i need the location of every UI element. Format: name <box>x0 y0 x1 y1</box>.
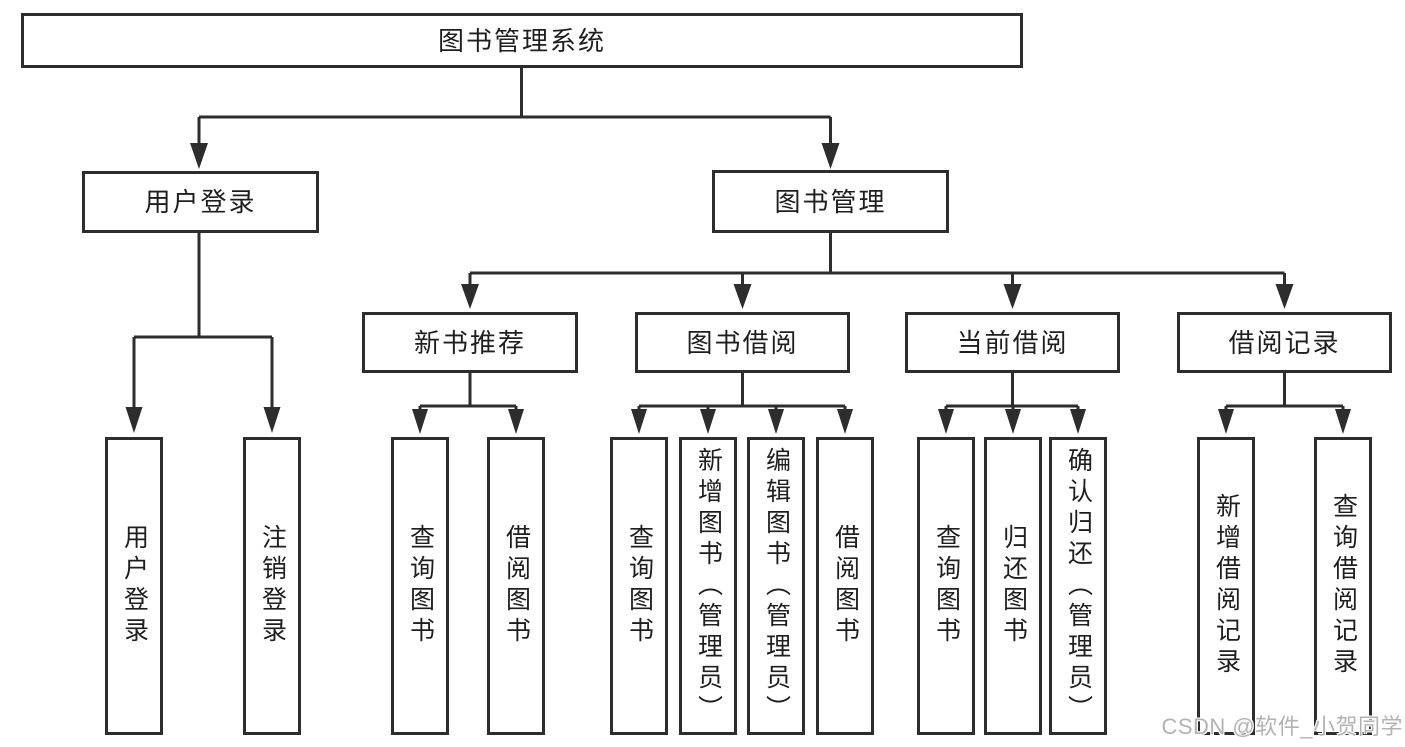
leaf-edit-books-admin-label: 编辑图书（管理员） <box>762 446 791 726</box>
leaf-logout: 注销登录 <box>243 437 301 735</box>
leaf-borrow-books: 借阅图书 <box>816 437 874 735</box>
node-user-login: 用户登录 <box>82 171 319 233</box>
node-book-management-label: 图书管理 <box>774 186 887 217</box>
node-borrowing-records-label: 借阅记录 <box>1228 327 1341 358</box>
leaf-confirm-return-admin: 确认归还（管理员） <box>1049 437 1107 735</box>
node-user-login-label: 用户登录 <box>144 187 257 217</box>
node-root: 图书管理系统 <box>21 13 1023 68</box>
leaf-query-borrow-record-label: 查询借阅记录 <box>1329 493 1358 679</box>
leaf-query-books-recommend-label: 查询图书 <box>406 524 435 648</box>
node-book-borrowing-label: 图书借阅 <box>686 327 799 358</box>
node-borrowing-records: 借阅记录 <box>1177 312 1392 373</box>
leaf-edit-books-admin: 编辑图书（管理员） <box>747 437 805 735</box>
node-current-borrowing-label: 当前借阅 <box>956 327 1069 358</box>
leaf-add-borrow-record: 新增借阅记录 <box>1197 437 1255 735</box>
leaf-user-login: 用户登录 <box>105 437 163 735</box>
leaf-return-books: 归还图书 <box>984 437 1042 735</box>
leaf-borrow-books-recommend: 借阅图书 <box>487 437 545 735</box>
node-book-borrowing: 图书借阅 <box>635 312 850 373</box>
leaf-return-books-label: 归还图书 <box>999 524 1028 648</box>
node-current-borrowing: 当前借阅 <box>905 312 1120 373</box>
leaf-query-books-current: 查询图书 <box>917 437 975 735</box>
node-book-management: 图书管理 <box>712 170 949 233</box>
node-root-label: 图书管理系统 <box>437 25 606 56</box>
node-new-book-recommend: 新书推荐 <box>362 312 578 373</box>
leaf-add-borrow-record-label: 新增借阅记录 <box>1212 493 1241 679</box>
leaf-confirm-return-admin-label: 确认归还（管理员） <box>1064 446 1093 726</box>
leaf-query-books-borrow-label: 查询图书 <box>625 524 654 648</box>
leaf-query-borrow-record: 查询借阅记录 <box>1314 437 1372 735</box>
node-new-book-recommend-label: 新书推荐 <box>413 327 526 358</box>
leaf-add-books-admin: 新增图书（管理员） <box>679 437 737 735</box>
leaf-borrow-books-label: 借阅图书 <box>831 524 860 648</box>
leaf-user-login-label: 用户登录 <box>120 524 149 648</box>
leaf-logout-label: 注销登录 <box>258 524 287 648</box>
leaf-query-books-borrow: 查询图书 <box>610 437 668 735</box>
leaf-query-books-recommend: 查询图书 <box>391 437 449 735</box>
leaf-add-books-admin-label: 新增图书（管理员） <box>694 446 723 726</box>
leaf-borrow-books-recommend-label: 借阅图书 <box>502 524 531 648</box>
watermark: CSDN @软件_小贺同学 <box>1161 714 1403 739</box>
arrowheads <box>125 143 1351 434</box>
leaf-query-books-current-label: 查询图书 <box>932 524 961 648</box>
